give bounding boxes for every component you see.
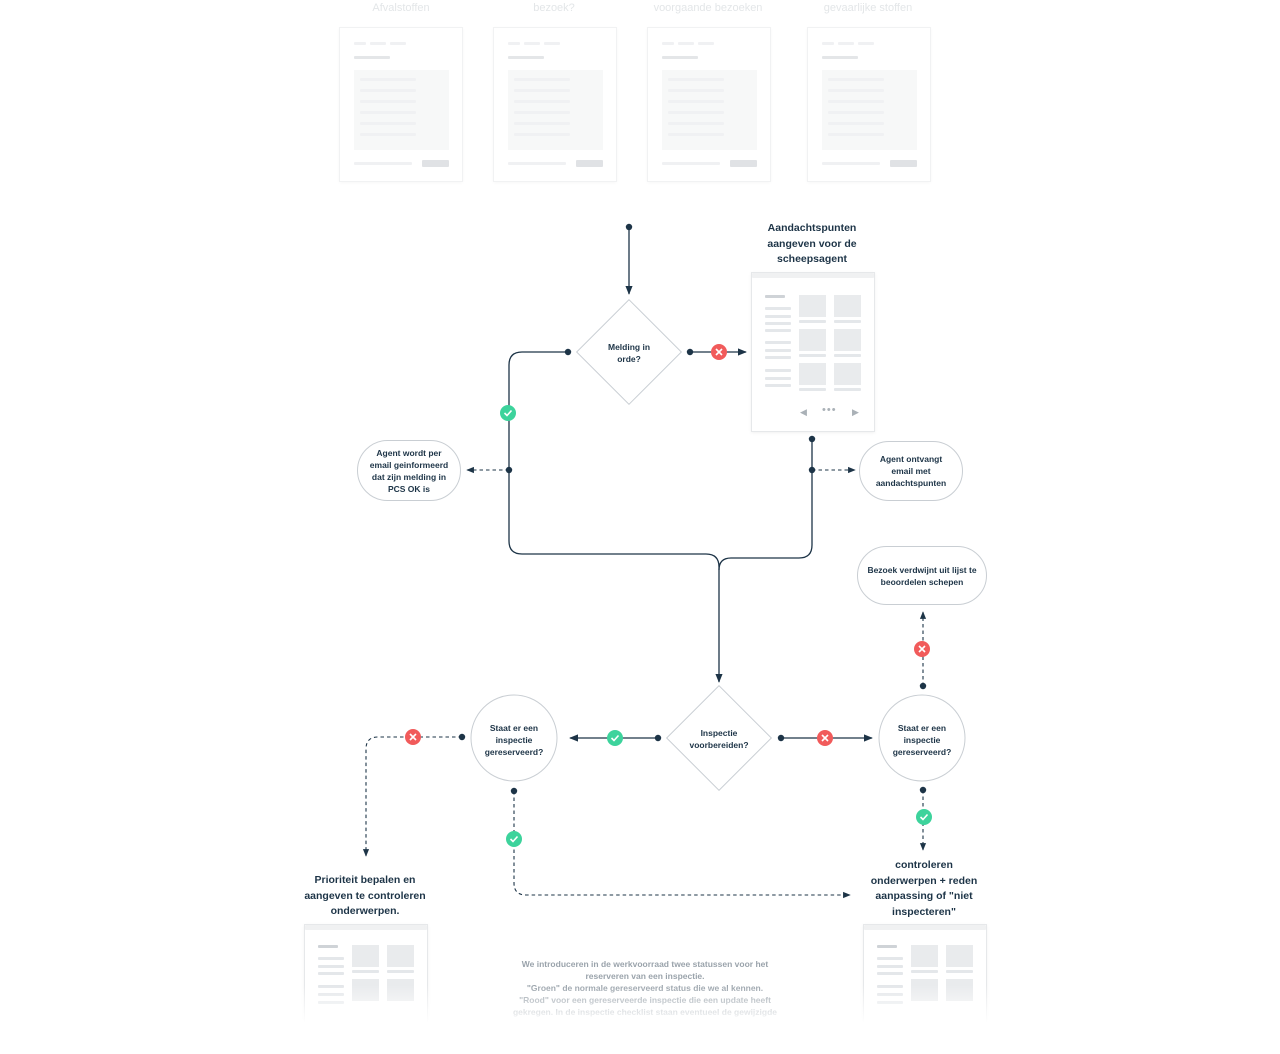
connector-melding-yes [508, 351, 723, 683]
prioriteit-screen [304, 924, 428, 1046]
cross-icon [711, 344, 727, 360]
decision-melding-label: Melding in orde? [607, 342, 651, 364]
pill-bezoek-verdwijnt: Bezoek verdwijnt uit lijst te beoordelen… [857, 546, 987, 605]
screen-thumbnail-3 [647, 27, 771, 182]
heading-controleren: controleren onderwerpen + reden aanpassi… [870, 859, 978, 918]
pill-agent-aandacht-text: Agent ontvangt email met aandachtspunten [875, 454, 947, 488]
status-note-line: gekregen. In de inspectie checklist staa… [512, 1007, 778, 1017]
top-screen-label-2: bezoek? [533, 2, 575, 14]
check-icon [506, 831, 522, 847]
decision-inspectie-label: Inspectie voorbereiden? [689, 728, 749, 750]
decision-staat-right [878, 694, 966, 782]
status-note-line: "Rood" voor een gereserveerde inspectie … [519, 995, 771, 1005]
heading-prioriteit: Prioriteit bepalen en aangeven te contro… [304, 874, 426, 917]
status-note-line: We introduceren in de werkvoorraad twee … [521, 959, 769, 969]
decision-staat-left-label: Staat er een inspectie gereserveerd? [484, 723, 544, 757]
top-screen-label-3: voorgaande bezoeken [653, 2, 763, 14]
pagination-dots-icon: ••• [822, 404, 837, 416]
pill-agent-aandacht: Agent ontvangt email met aandachtspunten [859, 441, 963, 501]
check-icon [607, 730, 623, 746]
check-icon [500, 405, 516, 421]
top-screen-label-4: gevaarlijke stoffen [823, 2, 913, 14]
status-note-line: "Groen" de normale gereserveerd status d… [526, 983, 764, 993]
decision-inspectie [665, 684, 773, 792]
decision-staat-right-label: Staat er een inspectie gereserveerd? [892, 723, 952, 757]
pill-bezoek-verdwijnt-text: Bezoek verdwijnt uit lijst te beoordelen… [867, 564, 977, 587]
screen-thumbnail-1 [339, 27, 463, 182]
screen-thumbnail-4 [807, 27, 931, 182]
connector-aandacht-down [718, 439, 813, 571]
pill-agent-ok-text: Agent wordt per email geinformeerd dat z… [369, 447, 449, 494]
decision-staat-left [470, 694, 558, 782]
top-screen-label-1: Afvalstoffen [372, 2, 430, 14]
heading-aandachtspunten: Aandachtspunten aangeven voor de scheeps… [767, 222, 857, 265]
decision-melding [575, 298, 683, 406]
connector-staat-left-yes [513, 791, 851, 899]
screen-thumbnail-2 [493, 27, 617, 182]
cross-icon [914, 641, 930, 657]
arrow-right-icon[interactable]: ▶ [852, 407, 859, 417]
cross-icon [405, 729, 421, 745]
connector-staat-left-no [362, 736, 462, 857]
aandachtspunten-screen: ◀ ••• ▶ [751, 272, 875, 432]
pill-agent-ok: Agent wordt per email geinformeerd dat z… [357, 440, 461, 501]
arrow-left-icon[interactable]: ◀ [800, 407, 807, 417]
check-icon [916, 809, 932, 825]
cross-icon [817, 730, 833, 746]
status-note-line: reserveren van een inspectie. [585, 971, 705, 981]
controleren-screen [863, 924, 987, 1046]
status-note: We introduceren in de werkvoorraad twee … [500, 958, 790, 1018]
